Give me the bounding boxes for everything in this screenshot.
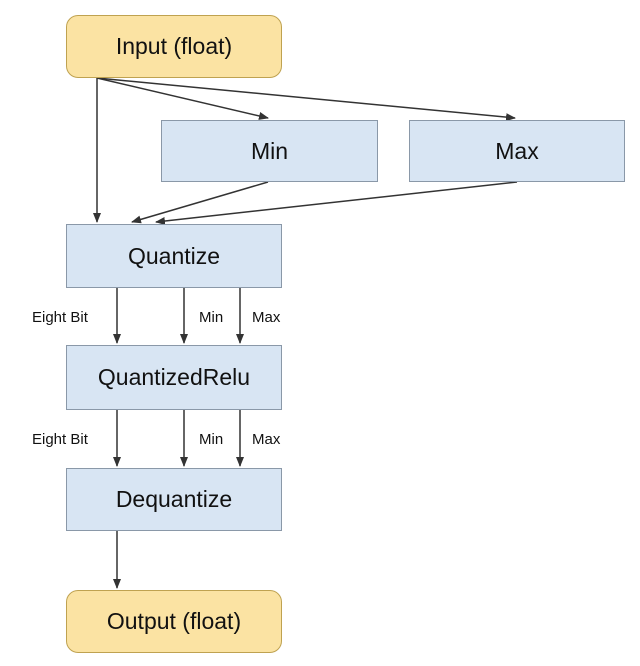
dequantize-node: Dequantize	[66, 468, 282, 531]
edge-input-to-max	[96, 77, 516, 122]
max-node-label: Max	[495, 137, 539, 164]
quantized-relu-node: QuantizedRelu	[66, 345, 282, 410]
min-node: Min	[161, 120, 378, 182]
dequantize-node-label: Dequantize	[115, 486, 233, 512]
edge-input-to-min	[96, 77, 269, 120]
output-node: Output (float)	[66, 590, 282, 653]
edge-label-max: Max	[252, 309, 281, 326]
input-node: Input (float)	[66, 15, 282, 78]
output-node-label: Output (float)	[106, 608, 242, 634]
min-node-label: Min	[250, 137, 289, 164]
edge-label-eight-bit: Eight Bit	[32, 309, 88, 326]
edge-label-min: Min	[199, 431, 224, 448]
edge-max-to-quantize	[155, 181, 518, 225]
quantize-node-label: Quantize	[127, 242, 221, 269]
edge-label-eight-bit: Eight Bit	[32, 431, 88, 448]
edge-label-max: Max	[252, 431, 281, 448]
edge-min-to-quantize	[131, 181, 269, 224]
max-node: Max	[409, 120, 625, 182]
input-node-label: Input (float)	[115, 33, 233, 59]
edge-label-min: Min	[199, 309, 224, 326]
quantized-relu-node-label: QuantizedRelu	[97, 364, 251, 390]
quantize-node: Quantize	[66, 224, 282, 288]
